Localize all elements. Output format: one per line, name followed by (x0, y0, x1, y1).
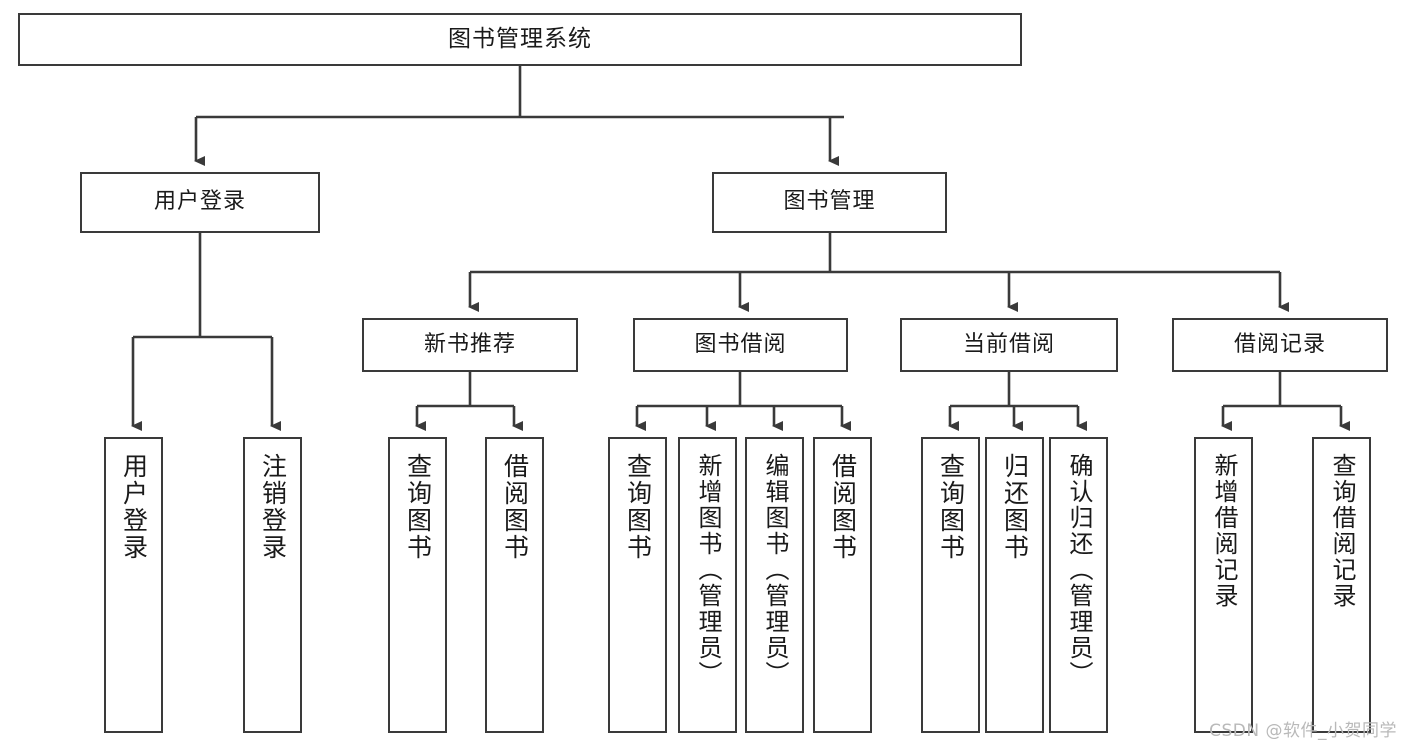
node-book-borrow[interactable]: 图书借阅 (633, 318, 848, 372)
node-current-borrow[interactable]: 当前借阅 (900, 318, 1118, 372)
node-leaf-query-book-recommend[interactable]: 查询图书 (388, 437, 447, 733)
node-label: 当前借阅 (962, 331, 1055, 357)
node-root-system[interactable]: 图书管理系统 (18, 13, 1022, 66)
node-leaf-borrow-book-recommend[interactable]: 借阅图书 (485, 437, 544, 733)
node-label: 图书借阅 (694, 331, 787, 357)
node-label: 新书推荐 (423, 331, 516, 357)
watermark: CSDN @软件_小贺同学 (1209, 721, 1397, 741)
node-leaf-query-borrow-record[interactable]: 查询借阅记录 (1312, 437, 1371, 733)
node-leaf-logout[interactable]: 注销登录 (243, 437, 302, 733)
node-label: 确认归还（管理员） (1064, 453, 1093, 687)
node-label: 用户登录 (119, 453, 149, 561)
node-new-book-recommend[interactable]: 新书推荐 (362, 318, 578, 372)
node-leaf-edit-book[interactable]: 编辑图书（管理员） (745, 437, 804, 733)
node-label: 查询借阅记录 (1327, 453, 1356, 609)
node-leaf-add-borrow-record[interactable]: 新增借阅记录 (1194, 437, 1253, 733)
node-label: 归还图书 (1000, 453, 1030, 561)
node-label: 查询图书 (403, 453, 433, 561)
node-leaf-add-book[interactable]: 新增图书（管理员） (678, 437, 737, 733)
node-label: 新增图书（管理员） (693, 453, 722, 687)
node-user-login[interactable]: 用户登录 (80, 172, 320, 233)
node-label: 用户登录 (153, 189, 246, 215)
node-leaf-return-book[interactable]: 归还图书 (985, 437, 1044, 733)
node-label: 查询图书 (623, 453, 653, 561)
node-label: 新增借阅记录 (1209, 453, 1238, 609)
node-label: 借阅记录 (1233, 331, 1326, 357)
node-label: 借阅图书 (828, 453, 858, 561)
node-label: 图书管理 (783, 189, 876, 215)
node-leaf-query-book-borrow[interactable]: 查询图书 (608, 437, 667, 733)
node-label: 借阅图书 (500, 453, 530, 561)
node-label: 查询图书 (936, 453, 966, 561)
node-label: 编辑图书（管理员） (760, 453, 789, 687)
node-book-manage[interactable]: 图书管理 (712, 172, 947, 233)
node-label: 图书管理系统 (448, 25, 592, 52)
node-leaf-borrow-book[interactable]: 借阅图书 (813, 437, 872, 733)
node-borrow-record[interactable]: 借阅记录 (1172, 318, 1388, 372)
node-leaf-confirm-return[interactable]: 确认归还（管理员） (1049, 437, 1108, 733)
node-label: 注销登录 (258, 453, 288, 561)
node-leaf-user-login[interactable]: 用户登录 (104, 437, 163, 733)
node-leaf-query-book-current[interactable]: 查询图书 (921, 437, 980, 733)
